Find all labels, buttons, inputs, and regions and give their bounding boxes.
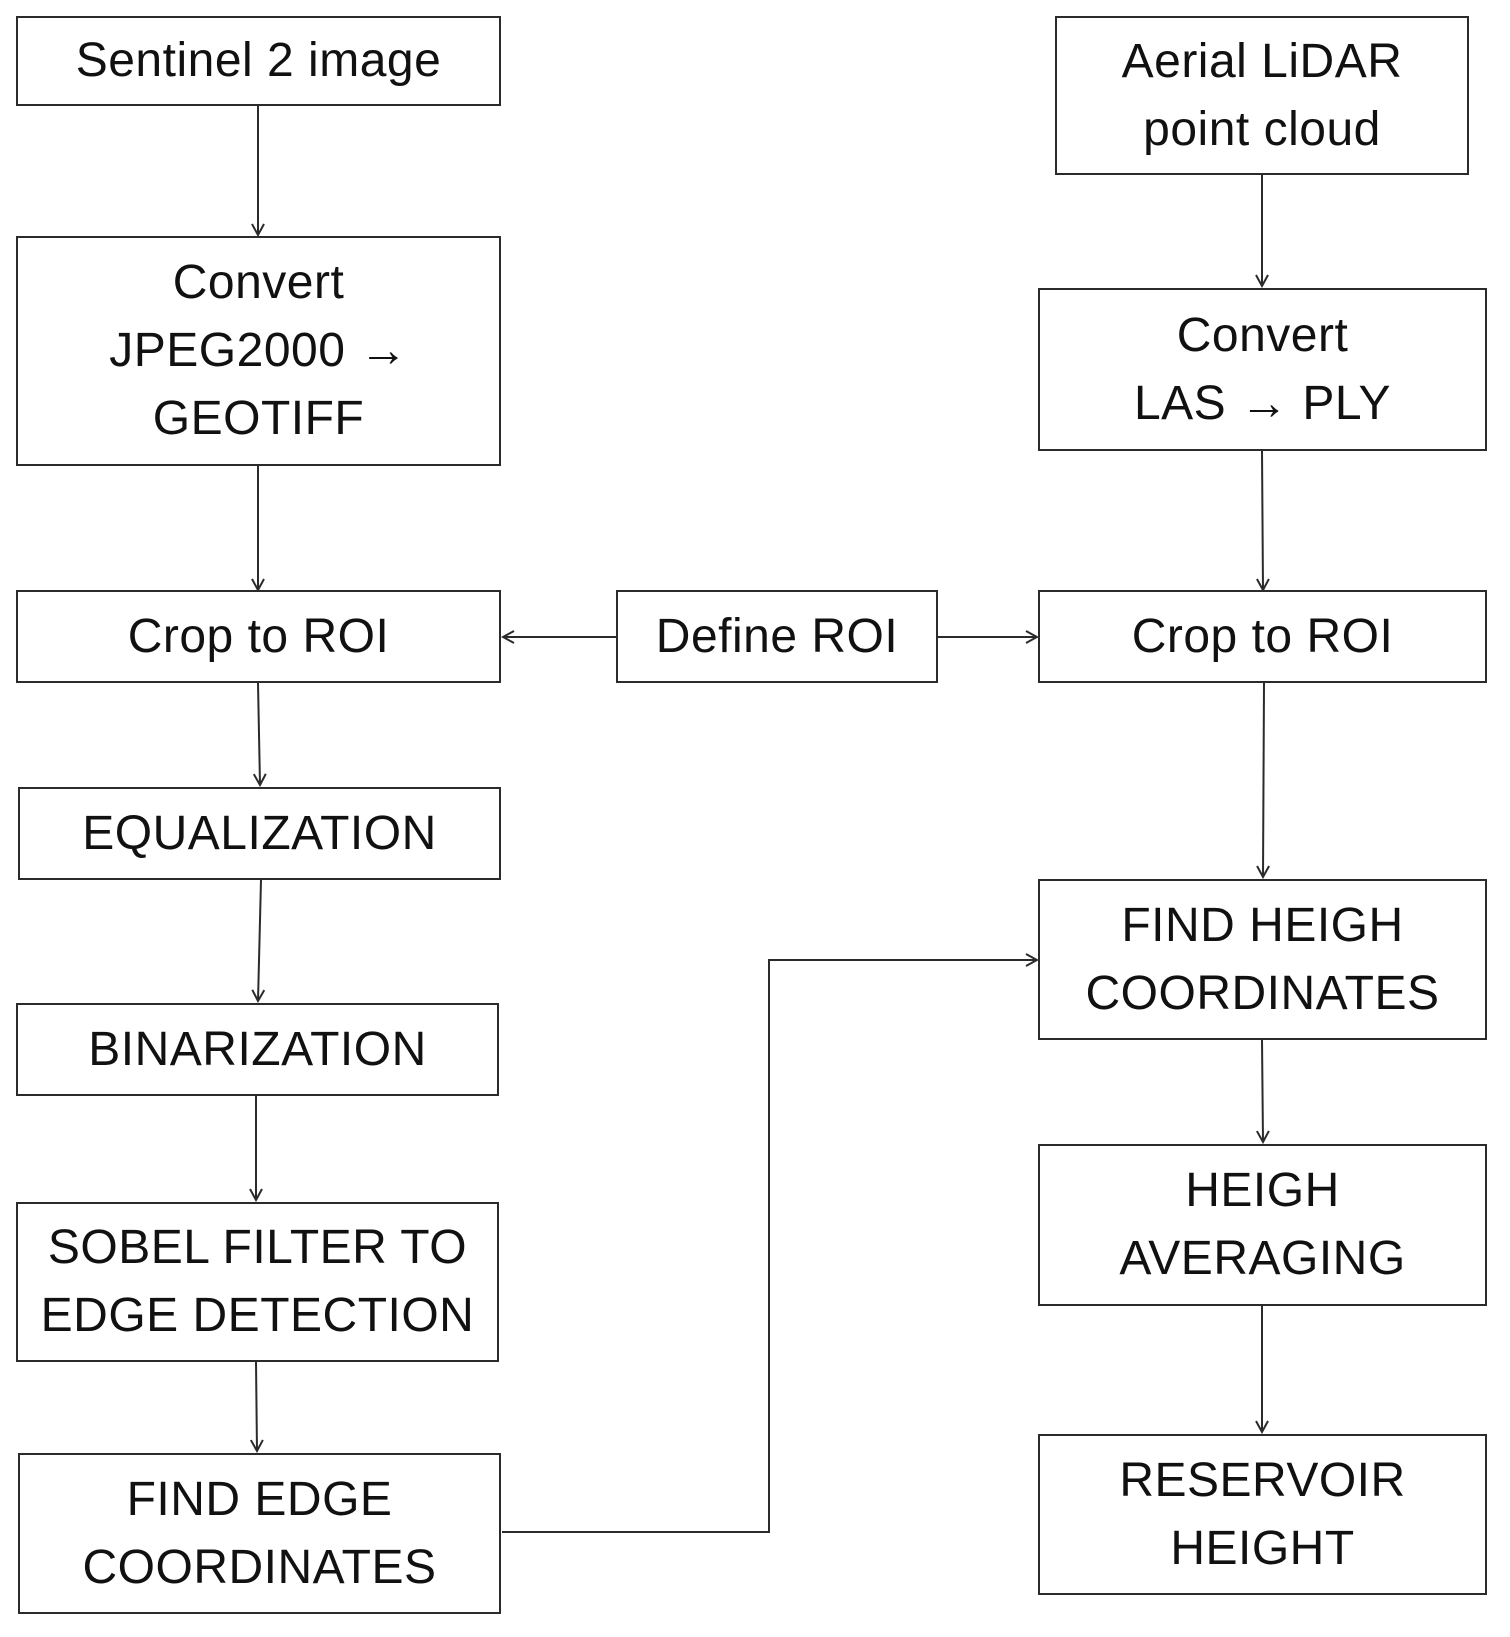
- node-crop-to-roi-left: Crop to ROI: [16, 590, 501, 683]
- node-label-line: Crop to ROI: [1131, 609, 1394, 663]
- node-reservoir-height: RESERVOIR HEIGHT: [1038, 1434, 1487, 1595]
- node-label-line: AVERAGING: [1119, 1232, 1406, 1285]
- node-equalization: EQUALIZATION: [18, 787, 501, 880]
- node-label-line: COORDINATES: [82, 1540, 437, 1594]
- node-heigh-averaging: HEIGH AVERAGING: [1038, 1144, 1487, 1306]
- arrow-crop-right-to-find-heigh: [1263, 682, 1264, 877]
- arrow-sobel-to-find-edge: [256, 1361, 257, 1451]
- node-label-line: Convert: [172, 256, 345, 309]
- node-label-line: Sentinel 2 image: [75, 34, 442, 87]
- node-label-line: EDGE DETECTION: [40, 1289, 475, 1342]
- node-find-heigh-coordinates: FIND HEIGH COORDINATES: [1038, 879, 1487, 1040]
- node-label-line: Convert: [1176, 308, 1349, 362]
- node-label-line: Crop to ROI: [127, 609, 390, 663]
- node-label-line: HEIGHT: [1170, 1521, 1355, 1575]
- node-label-line: Define ROI: [655, 609, 899, 663]
- arrow-crop-left-to-equalization: [258, 682, 260, 785]
- node-label-line: FIND EDGE: [126, 1472, 393, 1526]
- node-aerial-lidar: Aerial LiDAR point cloud: [1055, 16, 1469, 175]
- node-sentinel-image: Sentinel 2 image: [16, 16, 501, 106]
- node-label-line: COORDINATES: [1085, 966, 1440, 1020]
- arrow-convert-las-to-crop-right: [1262, 450, 1263, 590]
- node-sobel-filter: SOBEL FILTER TO EDGE DETECTION: [16, 1202, 499, 1362]
- node-define-roi: Define ROI: [616, 590, 938, 683]
- node-label-line: point cloud: [1143, 102, 1381, 156]
- node-label-line: GEOTIFF: [152, 392, 365, 445]
- node-label-line: FIND HEIGH: [1121, 898, 1404, 952]
- node-label-line: EQUALIZATION: [82, 806, 437, 860]
- node-label-line: RESERVOIR: [1119, 1453, 1406, 1507]
- node-label-line: BINARIZATION: [88, 1022, 427, 1076]
- node-find-edge-coordinates: FIND EDGE COORDINATES: [18, 1453, 501, 1614]
- node-label-line: SOBEL FILTER TO: [47, 1221, 468, 1274]
- arrow-find-heigh-to-averaging: [1262, 1039, 1263, 1142]
- node-label-line: HEIGH: [1185, 1164, 1340, 1217]
- node-label-line: LAS → PLY: [1133, 376, 1392, 430]
- node-label-line: JPEG2000 →: [109, 324, 408, 377]
- arrow-find-edge-to-find-heigh: [502, 960, 1037, 1533]
- node-crop-to-roi-right: Crop to ROI: [1038, 590, 1487, 683]
- node-binarization: BINARIZATION: [16, 1003, 499, 1096]
- node-label-line: Aerial LiDAR: [1121, 34, 1403, 88]
- arrow-equalization-to-binarization: [258, 879, 261, 1001]
